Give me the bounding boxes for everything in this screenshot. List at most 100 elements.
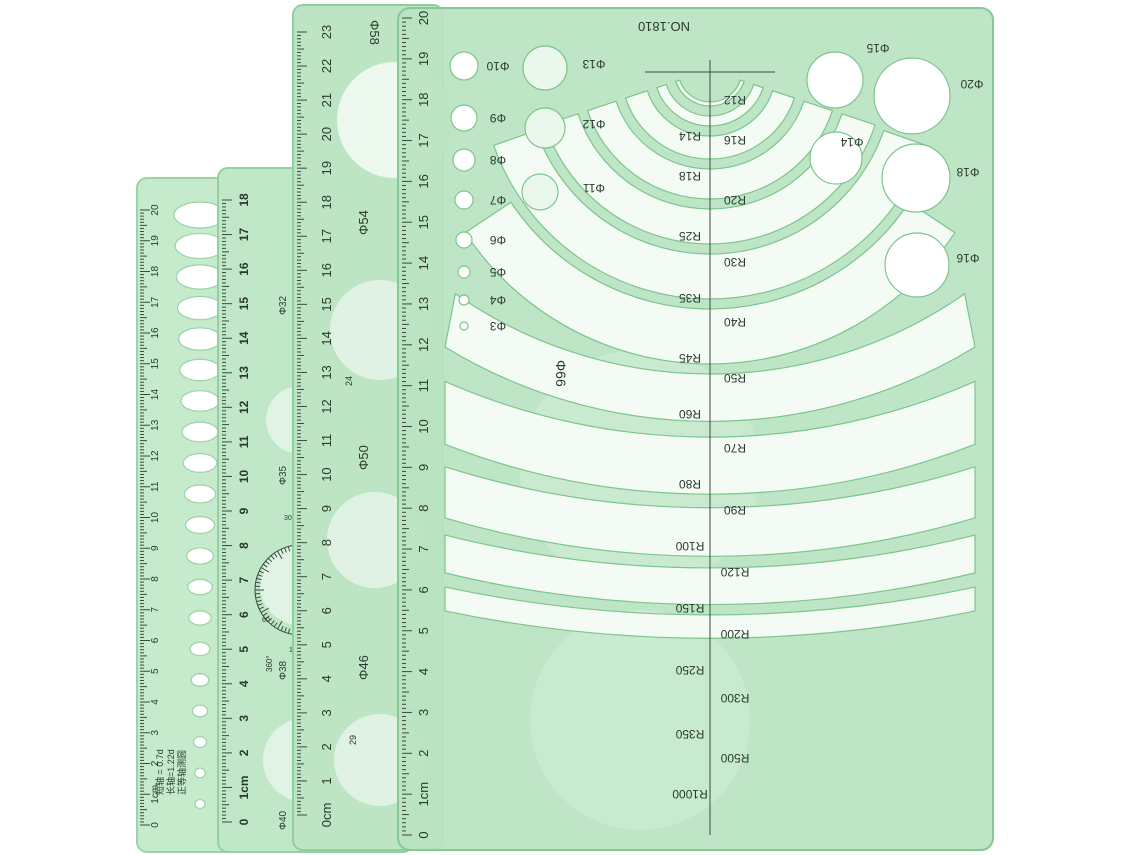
ellipse-holes bbox=[173, 201, 227, 810]
circle-hole bbox=[522, 45, 568, 91]
scale-number: 6 bbox=[237, 611, 251, 618]
scale-number: 20 bbox=[319, 127, 334, 141]
scale-number: 4 bbox=[150, 699, 161, 705]
radius-label: R150 bbox=[675, 601, 704, 615]
radius-label: R20 bbox=[724, 193, 746, 207]
radius-label: Φ11 bbox=[583, 181, 605, 195]
scale-number: 16 bbox=[150, 327, 161, 339]
scale-number: 7 bbox=[237, 576, 251, 583]
isometric-note: 正等轴测圆 长轴=1.22d 短轴 = 0.7d bbox=[154, 749, 187, 795]
radius-label: Φ5 bbox=[490, 265, 507, 279]
ellipse-hole bbox=[190, 673, 210, 687]
protractor-tick bbox=[265, 560, 270, 565]
radius-label: Φ7 bbox=[490, 193, 507, 207]
ellipse-hole bbox=[178, 327, 223, 351]
radius-label: R30 bbox=[724, 255, 746, 269]
scale-number: 22 bbox=[319, 59, 334, 73]
circle-hole bbox=[450, 104, 478, 132]
radius-label: R90 bbox=[724, 503, 746, 517]
scale-number: 3 bbox=[150, 730, 161, 736]
ellipse-hole bbox=[181, 421, 219, 443]
radius-label: R18 bbox=[679, 169, 701, 183]
circle-label-32: Φ32 bbox=[278, 295, 289, 315]
scale-number: 15 bbox=[416, 215, 431, 229]
circle-hole bbox=[459, 321, 469, 331]
protractor-tick bbox=[255, 581, 261, 584]
circle-label-46: Φ46 bbox=[356, 655, 371, 680]
arc-slot bbox=[675, 79, 745, 107]
protractor-tick bbox=[270, 620, 275, 625]
scale-number: 1cm bbox=[237, 775, 251, 799]
radius-label: R80 bbox=[679, 477, 701, 491]
protractor-label: 360° bbox=[265, 655, 274, 672]
scale-number: 5 bbox=[416, 627, 431, 634]
protractor-number: 30 bbox=[284, 515, 292, 522]
radius-label: Φ20 bbox=[960, 77, 983, 91]
scale-number: 7 bbox=[319, 573, 334, 580]
scale-number: 7 bbox=[150, 607, 161, 613]
scale-number: 3 bbox=[319, 709, 334, 716]
circle-hole bbox=[884, 232, 950, 298]
scale-number: 10 bbox=[416, 419, 431, 433]
radius-label: Φ12 bbox=[582, 117, 605, 131]
scale-number: 16 bbox=[416, 174, 431, 188]
scale-number: 16 bbox=[237, 262, 251, 276]
protractor-tick bbox=[287, 546, 291, 552]
ellipse-hole bbox=[176, 295, 224, 321]
arc-slot bbox=[656, 83, 764, 127]
circle-hole bbox=[458, 294, 470, 306]
scale-number: 8 bbox=[319, 539, 334, 546]
protractor-tick bbox=[287, 628, 291, 634]
ellipse-hole bbox=[182, 453, 218, 474]
scale-number: 10 bbox=[237, 469, 251, 483]
arc-slot bbox=[492, 129, 928, 300]
scale-number: 6 bbox=[319, 607, 334, 614]
scale-number: 11 bbox=[237, 435, 251, 448]
circle-hole bbox=[873, 57, 951, 135]
circle-label-54: Φ54 bbox=[356, 210, 371, 235]
scale-number: 12 bbox=[416, 338, 431, 352]
scale-number: 6 bbox=[150, 637, 161, 643]
scale-number: 19 bbox=[319, 161, 334, 175]
protractor-tick bbox=[256, 577, 262, 581]
arc-slot bbox=[624, 90, 796, 160]
radius-label: R100 bbox=[675, 539, 704, 553]
radius-label: R45 bbox=[679, 351, 701, 365]
ellipse-hole bbox=[189, 641, 211, 657]
ellipse-hole bbox=[175, 264, 225, 290]
scale-number: 14 bbox=[237, 331, 251, 345]
scale-number: 2 bbox=[319, 743, 334, 750]
scale-number: 5 bbox=[319, 641, 334, 648]
radius-label: R300 bbox=[720, 691, 749, 705]
scale-number: 9 bbox=[150, 545, 161, 551]
radius-label: R50 bbox=[724, 371, 746, 385]
scale-number: 19 bbox=[150, 235, 161, 247]
circle-hole bbox=[521, 173, 559, 211]
ellipse-hole bbox=[192, 736, 208, 748]
scale-number: 23 bbox=[319, 25, 334, 39]
ellipse-hole bbox=[194, 767, 206, 779]
circle-label-40: Φ40 bbox=[278, 810, 289, 830]
protractor-tick bbox=[257, 574, 263, 577]
ellipse-hole bbox=[180, 390, 220, 412]
circle-holes bbox=[449, 45, 951, 331]
note-line-1: 正等轴测圆 bbox=[176, 750, 187, 795]
scale-number: 13 bbox=[319, 365, 334, 379]
circle-label-66: Φ66 bbox=[553, 360, 569, 387]
radius-label: Φ6 bbox=[490, 233, 507, 247]
ellipse-hole bbox=[188, 610, 212, 626]
note-line-2: 长轴=1.22d bbox=[165, 749, 176, 795]
radius-label: Φ10 bbox=[486, 59, 509, 73]
arc-slot bbox=[444, 292, 976, 422]
scale-number: 1 bbox=[319, 777, 334, 784]
scale-number: 15 bbox=[237, 297, 251, 311]
circle-hole bbox=[457, 265, 471, 279]
scale-number: 18 bbox=[237, 193, 251, 207]
radius-label: R60 bbox=[679, 407, 701, 421]
scale-number: 13 bbox=[416, 297, 431, 311]
circle-label-58: Φ58 bbox=[367, 20, 382, 45]
